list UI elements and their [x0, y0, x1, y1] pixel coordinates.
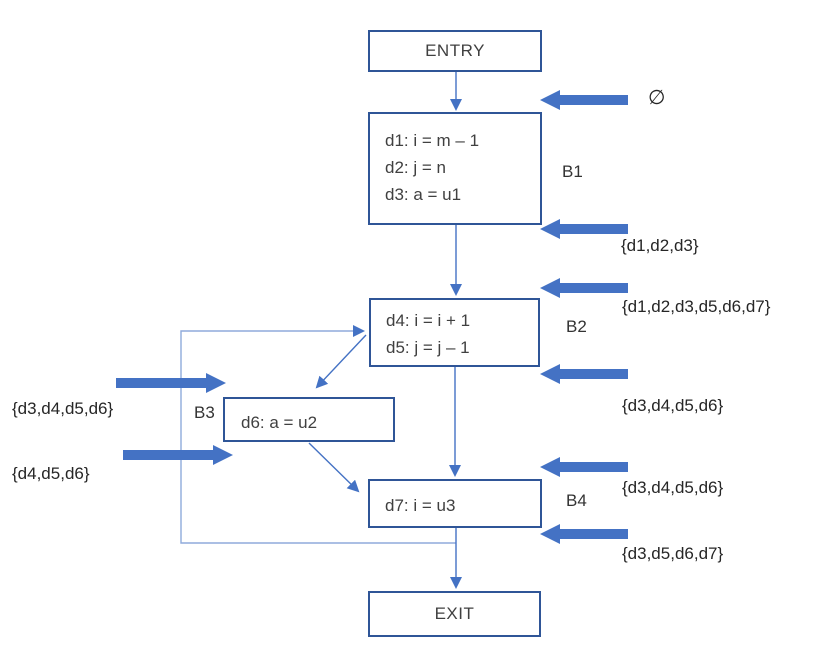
node-b2: d4: i = i + 1 d5: j = j – 1 [369, 298, 540, 367]
block-arrow-b1-bottom [540, 219, 628, 239]
b1-statement: d3: a = u1 [385, 185, 462, 204]
node-entry: ENTRY [368, 30, 542, 72]
block-arrow-b2-bottom [540, 364, 628, 384]
b1-statement: d1: i = m – 1 [385, 131, 480, 150]
set-label-b1-bottom: {d1,d2,d3} [621, 236, 699, 255]
block-arrow-b1-top [540, 90, 628, 110]
node-exit: EXIT [368, 591, 541, 637]
b2-statement: d5: j = j – 1 [386, 338, 470, 357]
b3-statement: d6: a = u2 [241, 413, 318, 432]
block-arrow-b4-top [540, 457, 628, 477]
set-label-b3-top: {d3,d4,d5,d6} [12, 399, 114, 418]
edge-b4-loop-b2 [180, 325, 456, 544]
label-b2: B2 [566, 317, 587, 336]
set-label-b2-bottom: {d3,d4,d5,d6} [622, 396, 724, 415]
node-b1: d1: i = m – 1 d2: j = n d3: a = u1 [368, 112, 542, 225]
b2-statement: d4: i = i + 1 [386, 311, 471, 330]
block-arrow-b4-bottom [540, 524, 628, 544]
set-label-b3-bottom: {d4,d5,d6} [12, 464, 90, 483]
set-label-b1-top: ∅ [648, 87, 666, 109]
set-label-b4-bottom: {d3,d5,d6,d7} [622, 544, 724, 563]
label-b1: B1 [562, 162, 583, 181]
label-b3: B3 [194, 403, 215, 422]
set-label-b4-top: {d3,d4,d5,d6} [622, 478, 724, 497]
b1-statement: d2: j = n [385, 158, 446, 177]
edge-b3-b4 [308, 442, 360, 493]
block-arrow-b3-bottom [123, 445, 233, 465]
entry-label: ENTRY [425, 41, 485, 60]
edge-b2-b3 [315, 334, 367, 389]
b4-statement: d7: i = u3 [385, 496, 456, 515]
set-label-b2-top: {d1,d2,d3,d5,d6,d7} [622, 297, 771, 316]
label-b4: B4 [566, 491, 587, 510]
block-arrow-b3-top [116, 373, 226, 393]
node-b4: d7: i = u3 [368, 479, 542, 528]
node-b3: d6: a = u2 [223, 397, 395, 442]
block-arrow-b2-top [540, 278, 628, 298]
exit-label: EXIT [434, 604, 475, 623]
